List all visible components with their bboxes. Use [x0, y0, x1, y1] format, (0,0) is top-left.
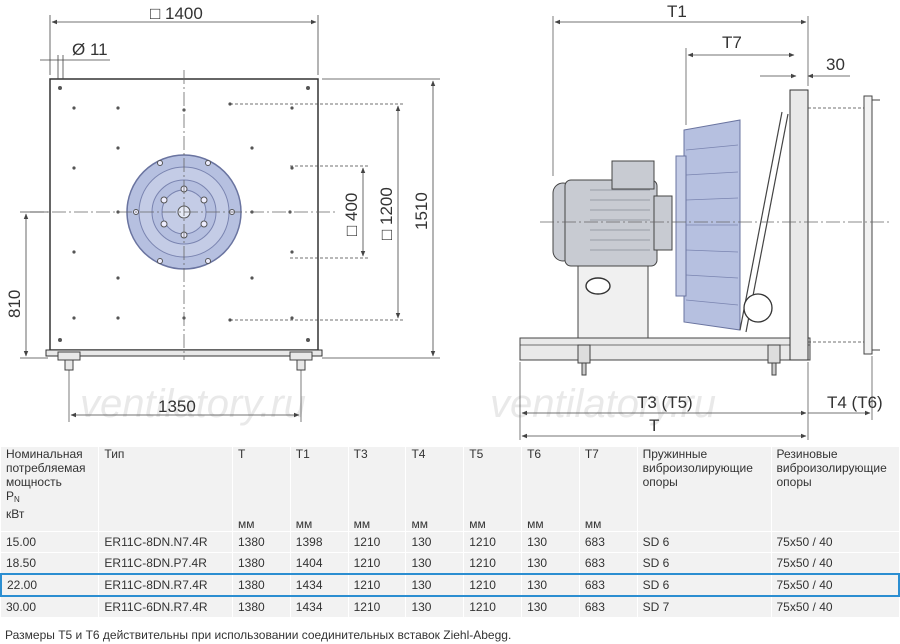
table-cell: ER11C-8DN.N7.4R	[98, 531, 233, 553]
table-cell: 1380	[232, 573, 291, 597]
header-rubber-supports: Резиновые виброизолирующие опоры	[771, 447, 900, 532]
front-view	[20, 15, 440, 422]
table-cell: 683	[579, 573, 638, 597]
table-cell: 130	[521, 595, 580, 617]
spec-table: Номинальная потребляемая мощность PN кВт…	[0, 447, 900, 617]
foot-right	[289, 351, 313, 361]
footnote: Размеры T5 и T6 действительны при исполь…	[5, 628, 512, 642]
hole-diameter-label: Ø 11	[72, 40, 108, 59]
table-cell: 75x50 / 40	[771, 595, 900, 617]
table-cell: 1434	[290, 595, 349, 617]
flange-thickness-label: 30	[826, 55, 845, 74]
table-cell: 130	[521, 552, 580, 574]
table-cell: 130	[521, 531, 580, 553]
t7-label: T7	[722, 33, 742, 52]
table-cell: 1210	[463, 573, 523, 597]
motor-pedestal	[577, 265, 649, 339]
table-cell: 18.50	[1, 552, 100, 574]
table-cell: 15.00	[1, 531, 100, 553]
table-cell: 1398	[290, 531, 349, 553]
width-label: □ 1400	[150, 4, 203, 23]
table-cell: 1210	[463, 531, 523, 553]
t3-t5-label: T3 (T5)	[637, 393, 693, 412]
header-power: Номинальная потребляемая мощность PN кВт	[1, 447, 100, 532]
table-cell: 1210	[348, 552, 407, 574]
table-cell: 1210	[463, 595, 523, 617]
terminal-box	[611, 160, 655, 190]
header-spring-supports: Пружинные виброизолирующие опоры	[637, 447, 772, 532]
table-cell: 683	[579, 595, 638, 617]
table-cell: SD 7	[637, 595, 772, 617]
table-cell: 1210	[348, 595, 407, 617]
flange	[863, 95, 873, 355]
table-cell: ER11C-8DN.R7.4R	[98, 573, 233, 597]
mounting-holes	[58, 86, 310, 342]
table-cell: 1434	[290, 573, 349, 597]
table-cell: 130	[405, 552, 465, 574]
table-cell: 75x50 / 40	[771, 531, 900, 553]
technical-drawing: ventilatory.ru ventilatory.ru	[5, 2, 890, 440]
t-label: T	[649, 416, 659, 435]
motor-body	[564, 179, 658, 267]
table-header-row: Номинальная потребляемая мощность PN кВт…	[1, 447, 900, 532]
base-frame	[519, 337, 811, 361]
base-width-label: 1350	[158, 397, 196, 416]
table-cell: ER11C-8DN.P7.4R	[98, 552, 233, 574]
table-cell: 130	[405, 531, 465, 553]
table-cell: 1210	[463, 552, 523, 574]
t1-label: T1	[667, 2, 687, 21]
watermark-left: ventilatory.ru	[80, 382, 306, 426]
inner-large-label: □ 1200	[377, 187, 396, 240]
table-cell: 1380	[232, 595, 291, 617]
table-cell: SD 6	[637, 531, 772, 553]
header-type: Тип	[98, 447, 233, 532]
watermark-right: ventilatory.ru	[490, 382, 716, 426]
table-cell: 1380	[232, 531, 291, 553]
center-height-label: 810	[5, 290, 24, 318]
table-cell: 30.00	[1, 595, 100, 617]
foot-left	[57, 351, 81, 361]
table-cell: SD 6	[637, 552, 772, 574]
table-cell: ER11C-6DN.R7.4R	[98, 595, 233, 617]
table-cell: 1210	[348, 531, 407, 553]
table-cell: 1210	[348, 573, 407, 597]
table-cell: 75x50 / 40	[771, 573, 900, 597]
mounting-plate	[789, 89, 809, 361]
table-cell: 1404	[290, 552, 349, 574]
table-cell: 130	[521, 573, 580, 597]
inner-small-label: □ 400	[342, 193, 361, 236]
table-cell: 22.00	[0, 573, 100, 597]
table-cell: 75x50 / 40	[771, 552, 900, 574]
side-view	[519, 16, 890, 440]
total-height-label: 1510	[412, 192, 431, 230]
table-cell: 1380	[232, 552, 291, 574]
t4-t6-label: T4 (T6)	[827, 393, 883, 412]
table-cell: SD 6	[637, 573, 772, 597]
table-cell: 683	[579, 531, 638, 553]
table-cell: 130	[405, 573, 465, 597]
table-cell: 683	[579, 552, 638, 574]
table-cell: 130	[405, 595, 465, 617]
